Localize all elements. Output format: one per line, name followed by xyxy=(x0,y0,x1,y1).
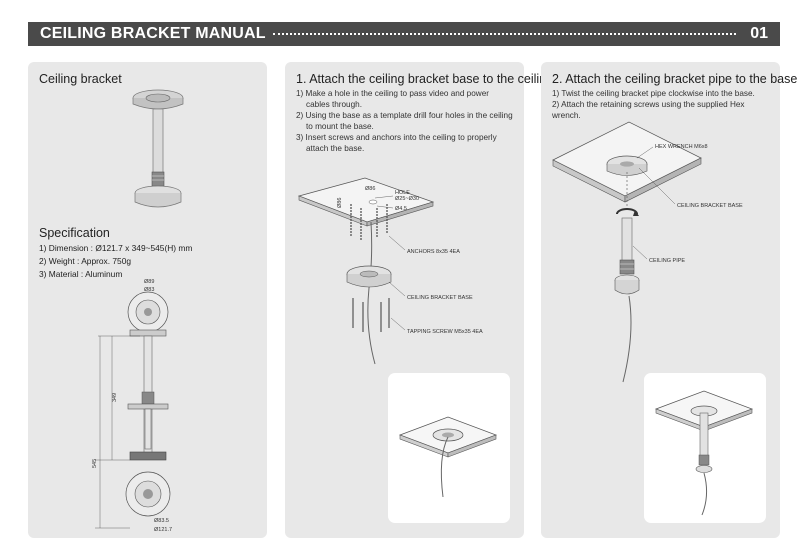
panel3-title: 2. Attach the ceiling bracket pipe to th… xyxy=(552,72,798,86)
pipe-installation-diagram: HEX WRENCH M6x8 CEILING BRACKET BASE CEI… xyxy=(552,121,743,383)
panel2-step-2-cont: to mount the base. xyxy=(306,122,374,131)
base-installation-diagram: Ø86 Ø86 HOLE Ø25~Ø30 Ø4.5 ANCHORS 8x35 4… xyxy=(297,177,483,365)
callout-anchors: ANCHORS 8x35 4EA xyxy=(407,249,460,255)
panel2-step-3-cont: attach the base. xyxy=(306,144,365,153)
mounted-pipe-illustration xyxy=(655,390,753,516)
panel2-step-1-cont: cables through. xyxy=(306,100,362,109)
dim-top-inner: Ø83 xyxy=(144,287,154,293)
bracket-product-illustration xyxy=(132,89,184,208)
panel2-step-1: 1) Make a hole in the ceiling to pass vi… xyxy=(296,89,489,98)
panel2-steps: 1) Make a hole in the ceiling to pass vi… xyxy=(296,88,516,154)
specification-title: Specification xyxy=(39,226,110,240)
callout-dim-86-a: Ø86 xyxy=(365,186,375,192)
dim-height-short: 349 xyxy=(112,393,118,402)
spec-dimension: 1) Dimension : Ø121.7 x 349~545(H) mm xyxy=(39,243,193,253)
callout-dim-86-b: Ø86 xyxy=(337,198,343,208)
panel-attach-base: 1. Attach the ceiling bracket base to th… xyxy=(285,62,553,538)
callout-hole: HOLE xyxy=(395,190,410,196)
panel3-step-1: 1) Twist the ceiling bracket pipe clockw… xyxy=(552,89,755,98)
panel2-step-3: 3) Insert screws and anchors into the ce… xyxy=(296,133,497,142)
callout-pipe: CEILING PIPE xyxy=(649,258,685,264)
panel3-step-2: 2) Attach the retaining screws using the… xyxy=(552,100,745,120)
panel1-title: Ceiling bracket xyxy=(39,72,122,86)
panel2-step-2: 2) Using the base as a template drill fo… xyxy=(296,111,513,120)
mounted-base-illustration xyxy=(399,416,497,498)
manual-title: CEILING BRACKET MANUAL xyxy=(40,25,266,42)
panel2-inset xyxy=(388,373,510,523)
callout-base: CEILING BRACKET BASE xyxy=(677,203,743,209)
callout-base: CEILING BRACKET BASE xyxy=(407,295,473,301)
panel-attach-pipe: 2. Attach the ceiling bracket pipe to th… xyxy=(541,62,797,538)
manual-header: CEILING BRACKET MANUAL 01 xyxy=(28,22,780,46)
panel3-steps: 1) Twist the ceiling bracket pipe clockw… xyxy=(552,88,772,121)
bracket-dimension-drawing: Ø89 Ø83 349 545 Ø83.5 Ø121.7 xyxy=(92,279,172,533)
panel-ceiling-bracket: Ceiling bracket Specification 1) Dimensi… xyxy=(28,62,267,538)
spec-material: 3) Material : Aluminum xyxy=(39,269,123,279)
panel3-inset xyxy=(644,373,766,523)
dim-top-outer: Ø89 xyxy=(144,279,154,285)
callout-hole-size: Ø25~Ø30 xyxy=(395,196,419,202)
specification-list: 1) Dimension : Ø121.7 x 349~545(H) mm 2)… xyxy=(39,242,192,281)
dim-bottom-outer: Ø121.7 xyxy=(154,527,172,533)
panel2-title: 1. Attach the ceiling bracket base to th… xyxy=(296,72,554,86)
callout-wrench: HEX WRENCH M6x8 xyxy=(655,144,708,150)
callout-screws: TAPPING SCREW M5x35 4EA xyxy=(407,329,483,335)
dim-height-long: 545 xyxy=(92,459,98,468)
dim-bottom-inner: Ø83.5 xyxy=(154,518,169,524)
header-dotted-rule xyxy=(273,33,736,35)
spec-weight: 2) Weight : Approx. 750g xyxy=(39,256,132,266)
callout-drill: Ø4.5 xyxy=(395,206,407,212)
page-number: 01 xyxy=(750,25,768,42)
